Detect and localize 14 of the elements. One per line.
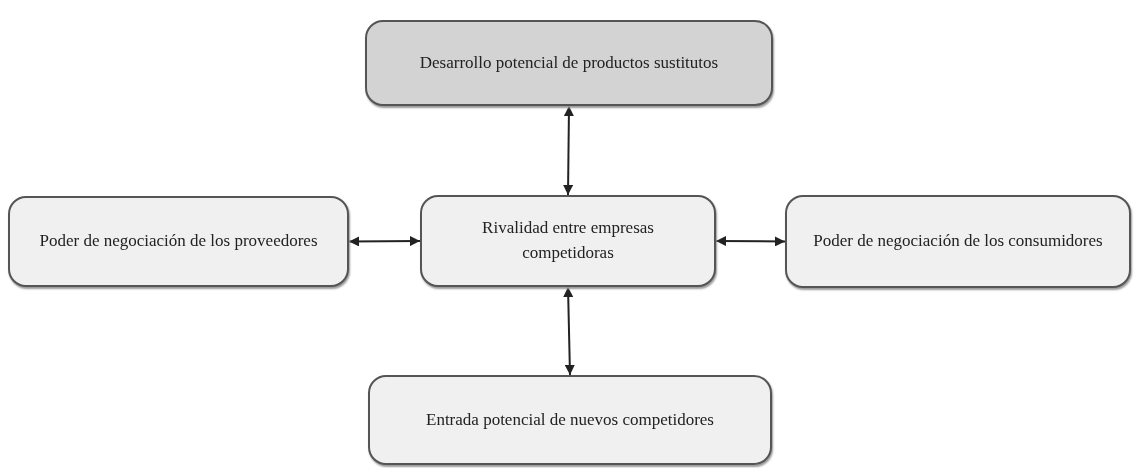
box-text: Desarrollo potencial de productos sustitutos [418,51,720,74]
rounded-box [8,196,349,287]
box-text: Poder de negociación de los consumidores [812,230,1104,253]
box-text: Entrada potencial de nuevos competidores [425,408,715,431]
rounded-box [368,375,772,465]
double-arrow [715,236,786,247]
box-text: Poder de negociación de los proveedores [38,230,319,253]
rounded-box [785,195,1131,288]
double-arrow [348,236,421,247]
box-text: Rivalidad entre empresas competidoras [481,217,655,264]
rounded-box [365,20,773,106]
rounded-box [420,195,716,287]
double-arrow [563,105,574,196]
double-arrow [563,286,575,376]
